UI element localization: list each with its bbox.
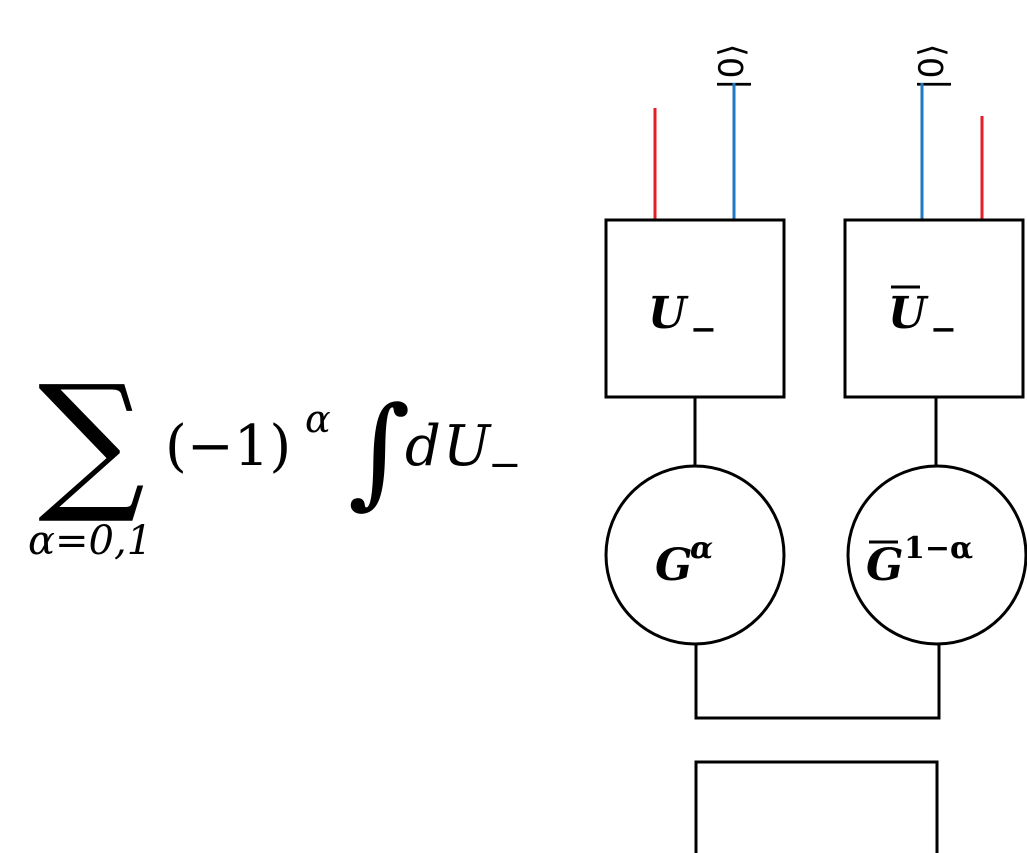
- circle-right-sup: 1−α: [904, 531, 973, 566]
- formula: ∑ α=0,1 (−1) α ∫ d U −: [28, 354, 522, 564]
- unitary-box-left-label: U −: [648, 288, 717, 348]
- unitary-box-right-label: U −: [888, 285, 957, 348]
- circle-join-bracket: [694, 644, 941, 720]
- box-left-sub: −: [690, 310, 717, 348]
- sum-subscript: α=0,1: [28, 518, 152, 564]
- sum-symbol: ∑: [38, 354, 145, 528]
- unitary-box-right: [843, 218, 1025, 399]
- circle-left-sup: α: [690, 531, 713, 566]
- sign-base: (−1): [165, 414, 291, 479]
- integral-symbol: ∫: [348, 382, 411, 521]
- ket-left: |0⟩: [712, 44, 752, 90]
- sign-exponent: α: [305, 397, 331, 441]
- integrand-d: d: [405, 414, 441, 479]
- box-left-base: U: [648, 288, 689, 339]
- unitary-box-left: [604, 218, 786, 399]
- circle-right-base: G: [866, 540, 904, 591]
- integrand-sub: −: [488, 442, 522, 488]
- ket-left-label: |0⟩: [712, 44, 752, 90]
- ket-right-label: |0⟩: [912, 44, 952, 90]
- integrand-u: U: [443, 414, 492, 479]
- lower-cap-bracket: [694, 760, 939, 853]
- box-right-base: U: [888, 288, 929, 339]
- box-right-sub: −: [930, 310, 957, 348]
- ket-right: |0⟩: [912, 44, 952, 90]
- circle-left-base: G: [655, 540, 693, 591]
- gate-circle-right: [846, 464, 1027, 646]
- gate-circle-right-label: G 1−α: [866, 531, 973, 591]
- gate-circle-left-label: G α: [655, 531, 713, 591]
